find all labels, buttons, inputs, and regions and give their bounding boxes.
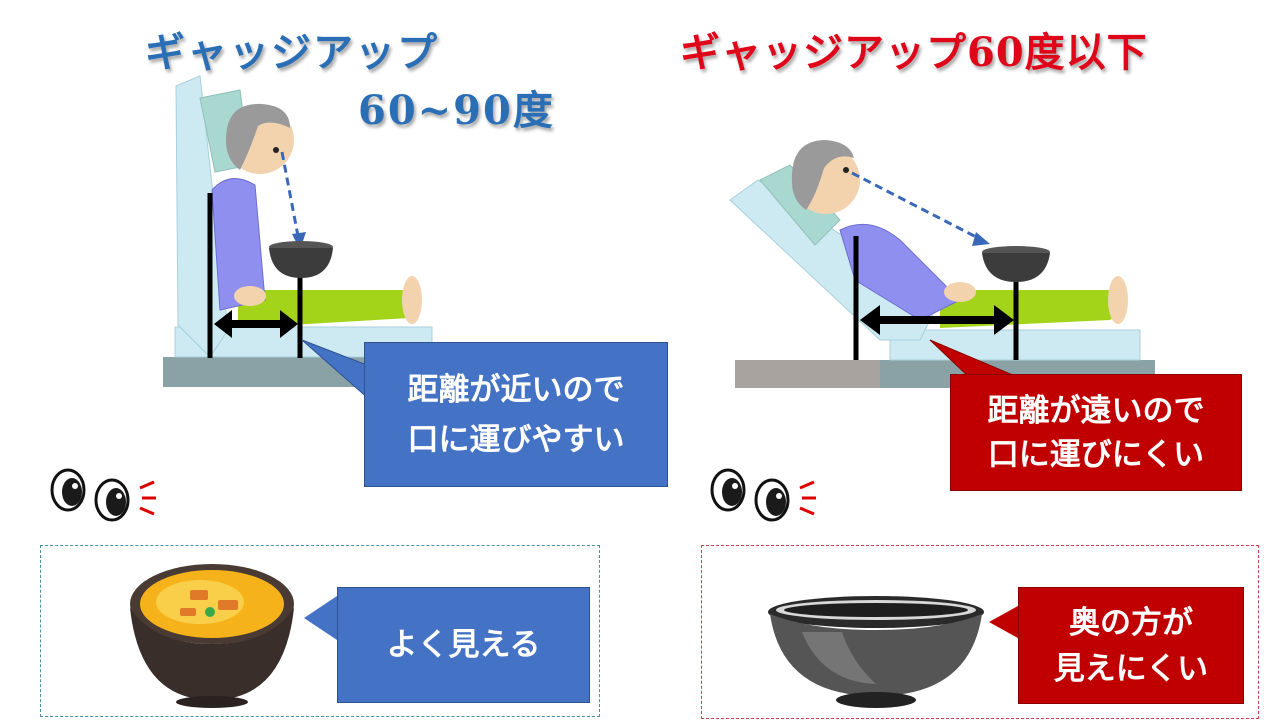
right-title: ギャッジアップ60度以下 (680, 29, 1148, 76)
right-bottom-pointer (989, 602, 1025, 642)
left-title-line2: 60~90度 (358, 87, 555, 134)
right-callout-line1: 距離が遠いので (987, 392, 1205, 429)
right-bottom-callout-line1: 奥の方が (1069, 604, 1193, 641)
right-bed-base-left (735, 360, 885, 388)
ramen-bowl-icon (768, 596, 984, 708)
left-bottom-callout: よく見える (337, 587, 590, 703)
right-hand (944, 282, 976, 302)
left-backrest (175, 75, 229, 358)
right-foot (1108, 276, 1128, 324)
left-gaze-line (280, 151, 300, 237)
left-gaze-arrowhead (292, 232, 306, 250)
left-callout-line2: 口に運びやすい (407, 421, 625, 458)
left-distance-arrow-left (214, 310, 232, 338)
right-bottom-panel (701, 545, 1259, 719)
right-body (839, 223, 961, 321)
right-bowl-body (982, 253, 1050, 282)
left-bottom-pointer (304, 594, 340, 642)
right-pillow (759, 164, 841, 246)
right-gaze-line (851, 171, 983, 242)
right-bottom-callout: 奥の方が 見えにくい (1018, 587, 1244, 704)
right-gaze-arrowhead (972, 232, 990, 246)
left-hand (234, 286, 266, 306)
left-bottom-panel (40, 545, 600, 717)
right-eyes-icon (710, 468, 816, 522)
right-callout-line2: 口に運びにくい (987, 436, 1205, 473)
oyakodon-bowl-icon (130, 564, 294, 708)
left-bowl-body (269, 248, 333, 278)
right-hair (791, 140, 854, 210)
right-bottom-callout-line2: 見えにくい (1053, 650, 1209, 687)
left-bottom-callout-text: よく見える (386, 627, 541, 663)
left-eyes-icon (50, 468, 156, 522)
left-eye (273, 147, 279, 153)
left-hair (226, 103, 290, 170)
left-callout: 距離が近いので 口に運びやすい (364, 342, 668, 487)
left-body (211, 178, 266, 311)
right-eye (843, 167, 849, 173)
right-distance-arrow-left (860, 305, 880, 335)
left-callout-line1: 距離が近いので (407, 371, 625, 408)
left-title-line1: ギャッジアップ (145, 29, 439, 76)
right-callout: 距離が遠いので 口に運びにくい (950, 374, 1242, 491)
right-illustration (729, 140, 1155, 388)
left-foot (402, 276, 422, 324)
right-distance-arrow-right (994, 305, 1014, 335)
left-distance-arrow-right (280, 310, 298, 338)
